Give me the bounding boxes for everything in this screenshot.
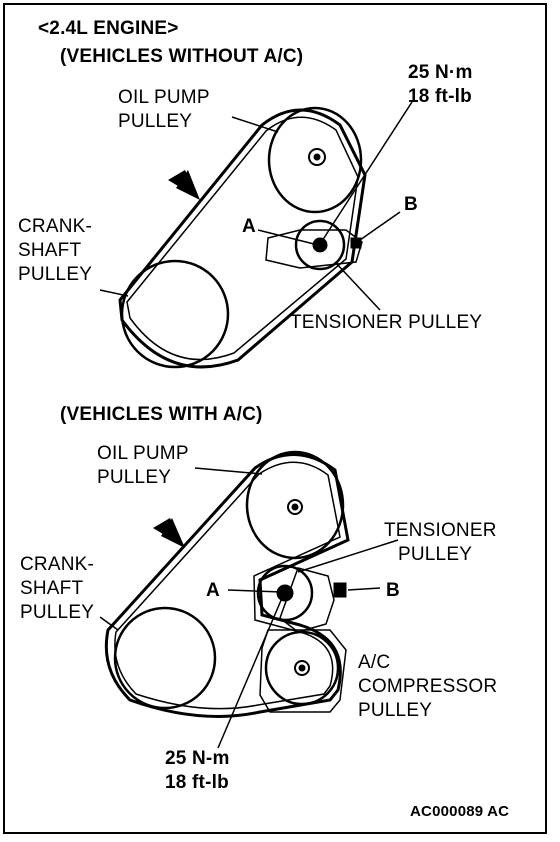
- top-crankshaft-pulley: [120, 259, 230, 369]
- bottom-diagram: [99, 450, 399, 749]
- top-oil-pump-label-1: OIL PUMP: [118, 87, 210, 108]
- bottom-torque-ftlb: 18 ft-lb: [165, 772, 229, 793]
- top-torque-nm: 25 N·m: [408, 62, 473, 83]
- top-tensioner-label: TENSIONER PULLEY: [290, 312, 482, 333]
- bottom-ac-compressor-pulley: [264, 630, 340, 706]
- bottom-bolt-b: [333, 582, 347, 598]
- top-torque-ftlb: 18 ft-lb: [408, 86, 472, 107]
- bottom-oil-pump-label-1: OIL PUMP: [97, 443, 189, 464]
- bottom-belt: [104, 453, 350, 718]
- top-label-a: A: [242, 216, 256, 237]
- top-label-b: B: [404, 194, 418, 215]
- bottom-tensioner-label-2: PULLEY: [398, 544, 472, 565]
- bottom-crankshaft-pulley: [113, 606, 217, 710]
- bottom-ac-label-2: COMPRESSOR: [358, 676, 497, 697]
- bottom-oil-pump-pulley: [245, 450, 345, 560]
- bottom-crank-label-1: CRANK-: [20, 554, 94, 575]
- bottom-crank-label-3: PULLEY: [20, 602, 94, 623]
- bottom-oil-pump-label-2: PULLEY: [97, 467, 171, 488]
- top-crank-label-2: SHAFT: [18, 240, 81, 261]
- bottom-ac-label-1: A/C: [358, 652, 390, 673]
- bottom-section-heading: (VEHICLES WITH A/C): [60, 404, 263, 425]
- bottom-crank-label-2: SHAFT: [20, 578, 83, 599]
- top-tensioner-bracket: [265, 229, 363, 269]
- top-bolt-b: [350, 237, 362, 249]
- bottom-label-a: A: [206, 580, 220, 601]
- figure-code: AC000089 AC: [410, 803, 509, 820]
- bottom-belt-inner: [114, 461, 341, 710]
- bottom-ac-compressor-body: [259, 629, 347, 713]
- bottom-tensioner-pulley: [256, 564, 314, 622]
- top-crank-label-3: PULLEY: [18, 264, 92, 285]
- top-crank-label-1: CRANK-: [18, 216, 92, 237]
- bottom-label-b: B: [386, 580, 400, 601]
- bottom-tensioner-label-1: TENSIONER: [384, 520, 497, 541]
- top-oil-pump-label-2: PULLEY: [118, 111, 192, 132]
- bottom-tensioner-bracket: [279, 567, 335, 633]
- bottom-ac-label-3: PULLEY: [358, 700, 432, 721]
- diagram-frame: [3, 3, 547, 834]
- top-diagram: [99, 101, 413, 369]
- top-oil-pump-pulley: [267, 106, 363, 214]
- top-tensioner-pulley: [294, 219, 346, 271]
- top-section-heading: (VEHICLES WITHOUT A/C): [60, 46, 303, 67]
- top-belt: [118, 108, 367, 369]
- bottom-torque-nm: 25 N-m: [165, 748, 230, 769]
- engine-heading: <2.4L ENGINE>: [38, 18, 179, 39]
